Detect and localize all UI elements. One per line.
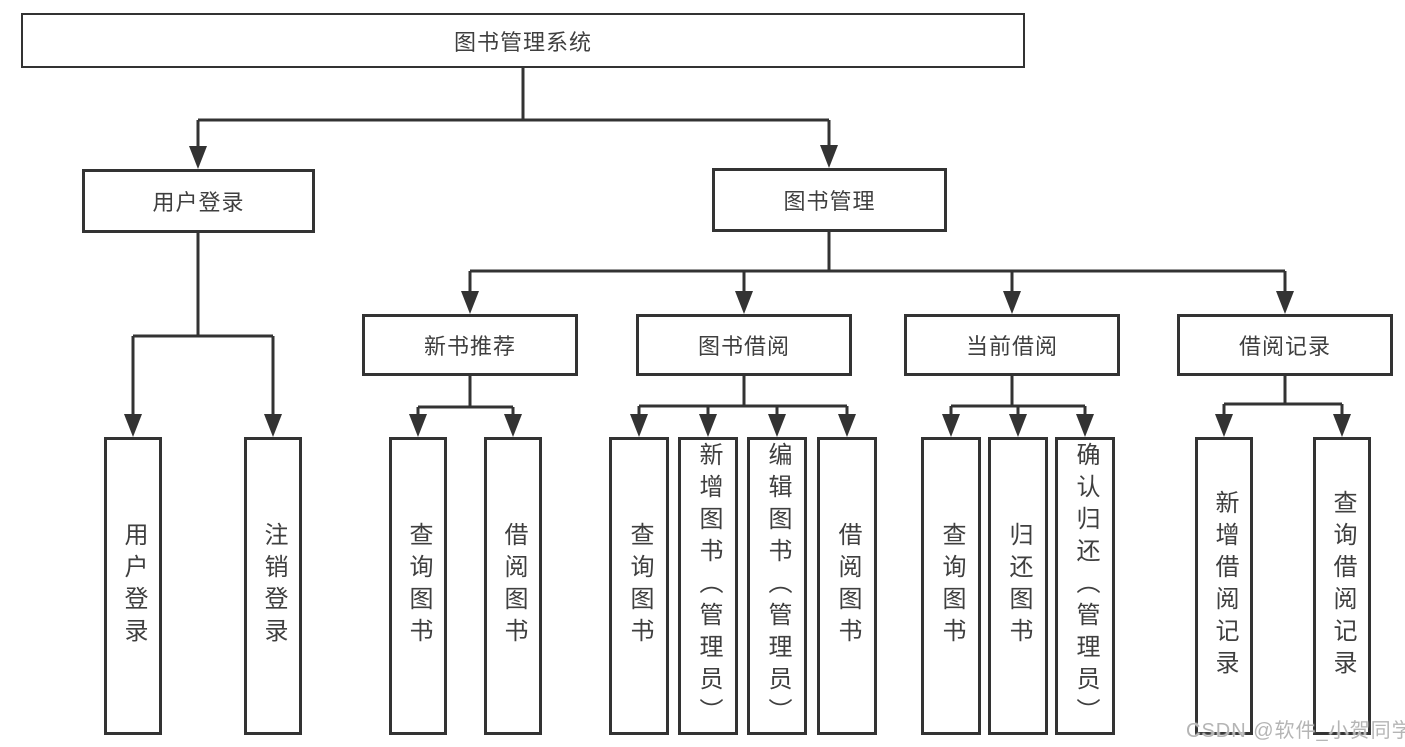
arrow-down-icon xyxy=(735,291,753,314)
arrow-down-icon xyxy=(1003,291,1021,314)
leaf-label: 借阅图书 xyxy=(500,522,527,650)
arrow-down-icon xyxy=(504,414,522,437)
leaf-query-books-recommend: 查询图书 xyxy=(389,437,447,735)
csdn-watermark: CSDN @软件_小贺同学 xyxy=(1186,720,1405,742)
arrow-down-icon xyxy=(630,414,648,437)
leaf-label: 查询借阅记录 xyxy=(1329,490,1356,682)
arrow-down-icon xyxy=(264,414,282,437)
leaf-user-login: 用户登录 xyxy=(104,437,162,735)
leaf-label: 查询图书 xyxy=(405,522,432,650)
leaf-label: 借阅图书 xyxy=(834,522,861,650)
arrow-down-icon xyxy=(409,414,427,437)
leaf-confirm-return-admin: 确认归还（管理员） xyxy=(1055,437,1115,735)
leaf-borrow-books-recommend: 借阅图书 xyxy=(484,437,542,735)
leaf-borrow-books-borrowing: 借阅图书 xyxy=(817,437,877,735)
leaf-logout: 注销登录 xyxy=(244,437,302,735)
leaf-label: 新增借阅记录 xyxy=(1211,490,1238,682)
leaf-add-borrow-record: 新增借阅记录 xyxy=(1195,437,1253,735)
leaf-query-books-current: 查询图书 xyxy=(921,437,981,735)
leaf-query-books-borrowing: 查询图书 xyxy=(609,437,669,735)
node-new-book-recommendation: 新书推荐 xyxy=(362,314,578,376)
leaf-label: 查询图书 xyxy=(938,522,965,650)
arrow-down-icon xyxy=(820,145,838,168)
leaf-return-book: 归还图书 xyxy=(988,437,1048,735)
leaf-label: 确认归还（管理员） xyxy=(1072,442,1099,730)
node-user-login: 用户登录 xyxy=(82,169,315,233)
arrow-down-icon xyxy=(1215,414,1233,437)
leaf-edit-book-admin: 编辑图书（管理员） xyxy=(747,437,807,735)
arrow-down-icon xyxy=(838,414,856,437)
node-book-borrowing: 图书借阅 xyxy=(636,314,852,376)
leaf-label: 查询图书 xyxy=(626,522,653,650)
leaf-label: 归还图书 xyxy=(1005,522,1032,650)
leaf-label: 编辑图书（管理员） xyxy=(764,442,791,730)
arrow-down-icon xyxy=(124,414,142,437)
arrow-down-icon xyxy=(461,291,479,314)
arrow-down-icon xyxy=(768,414,786,437)
arrow-down-icon xyxy=(1333,414,1351,437)
leaf-label: 用户登录 xyxy=(120,522,147,650)
node-library-system-root: 图书管理系统 xyxy=(21,13,1025,68)
arrow-down-icon xyxy=(699,414,717,437)
leaf-label: 新增图书（管理员） xyxy=(695,442,722,730)
node-book-management: 图书管理 xyxy=(712,168,947,232)
node-current-borrowing: 当前借阅 xyxy=(904,314,1120,376)
leaf-label: 注销登录 xyxy=(260,522,287,650)
arrow-down-icon xyxy=(1009,414,1027,437)
node-borrowing-records: 借阅记录 xyxy=(1177,314,1393,376)
leaf-query-borrow-record: 查询借阅记录 xyxy=(1313,437,1371,735)
arrow-down-icon xyxy=(942,414,960,437)
arrow-down-icon xyxy=(189,146,207,169)
arrow-down-icon xyxy=(1076,414,1094,437)
connector-path xyxy=(131,68,1344,419)
arrow-down-icon xyxy=(1276,291,1294,314)
leaf-add-book-admin: 新增图书（管理员） xyxy=(678,437,738,735)
